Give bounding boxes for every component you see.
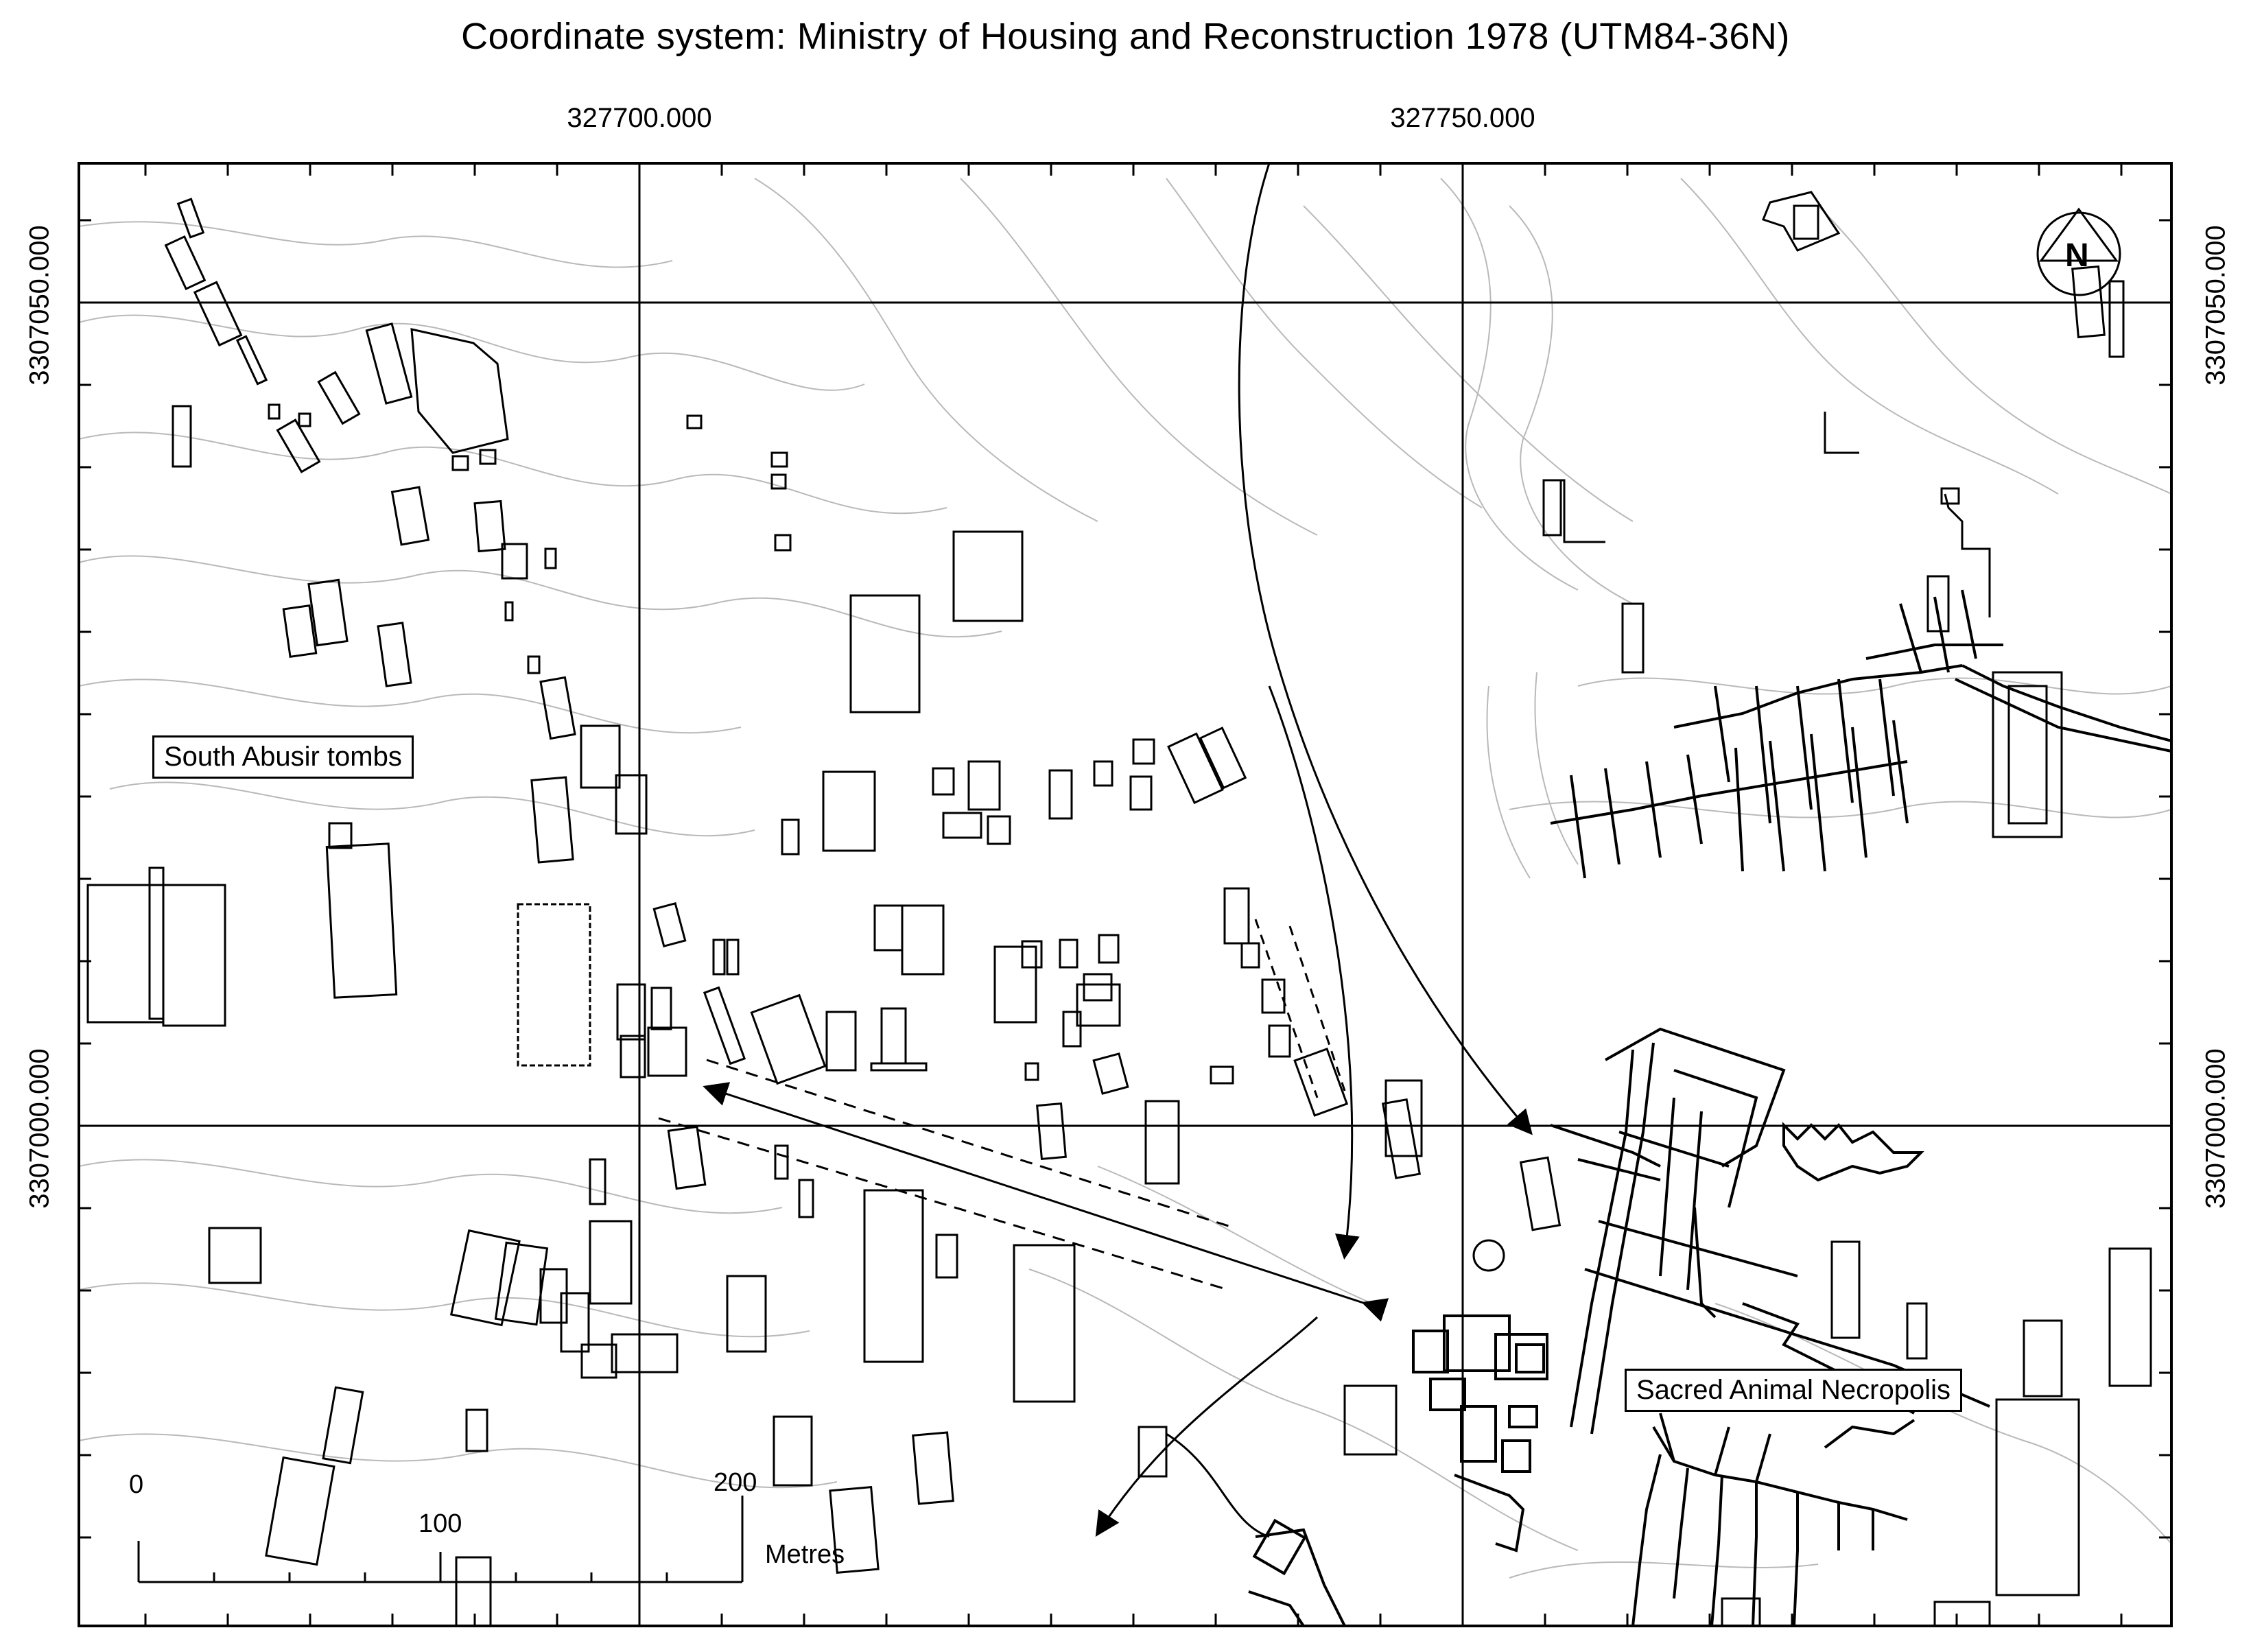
north-arrow-icon <box>2036 207 2121 296</box>
map-title: Coordinate system: Ministry of Housing a… <box>461 16 1790 57</box>
scale-label-200: 200 <box>714 1468 757 1497</box>
label-sacred-animal-necropolis: Sacred Animal Necropolis <box>1625 1369 1962 1412</box>
contour-lines <box>79 178 2171 1579</box>
scale-label-0: 0 <box>129 1470 144 1499</box>
building-footprints <box>86 191 2152 1626</box>
scale-unit-label: Metres <box>765 1540 845 1569</box>
route-lines <box>658 163 1533 1538</box>
label-south-abusir-tombs: South Abusir tombs <box>152 735 414 779</box>
north-letter: N <box>2065 237 2089 274</box>
scale-label-100: 100 <box>419 1509 462 1538</box>
necropolis-structures <box>1248 575 2171 1626</box>
scale-bar <box>137 1496 744 1583</box>
frame-ticks <box>79 163 2171 1626</box>
easting-label-left: 327700.000 <box>567 103 712 133</box>
easting-label-right: 327750.000 <box>1390 103 1535 133</box>
